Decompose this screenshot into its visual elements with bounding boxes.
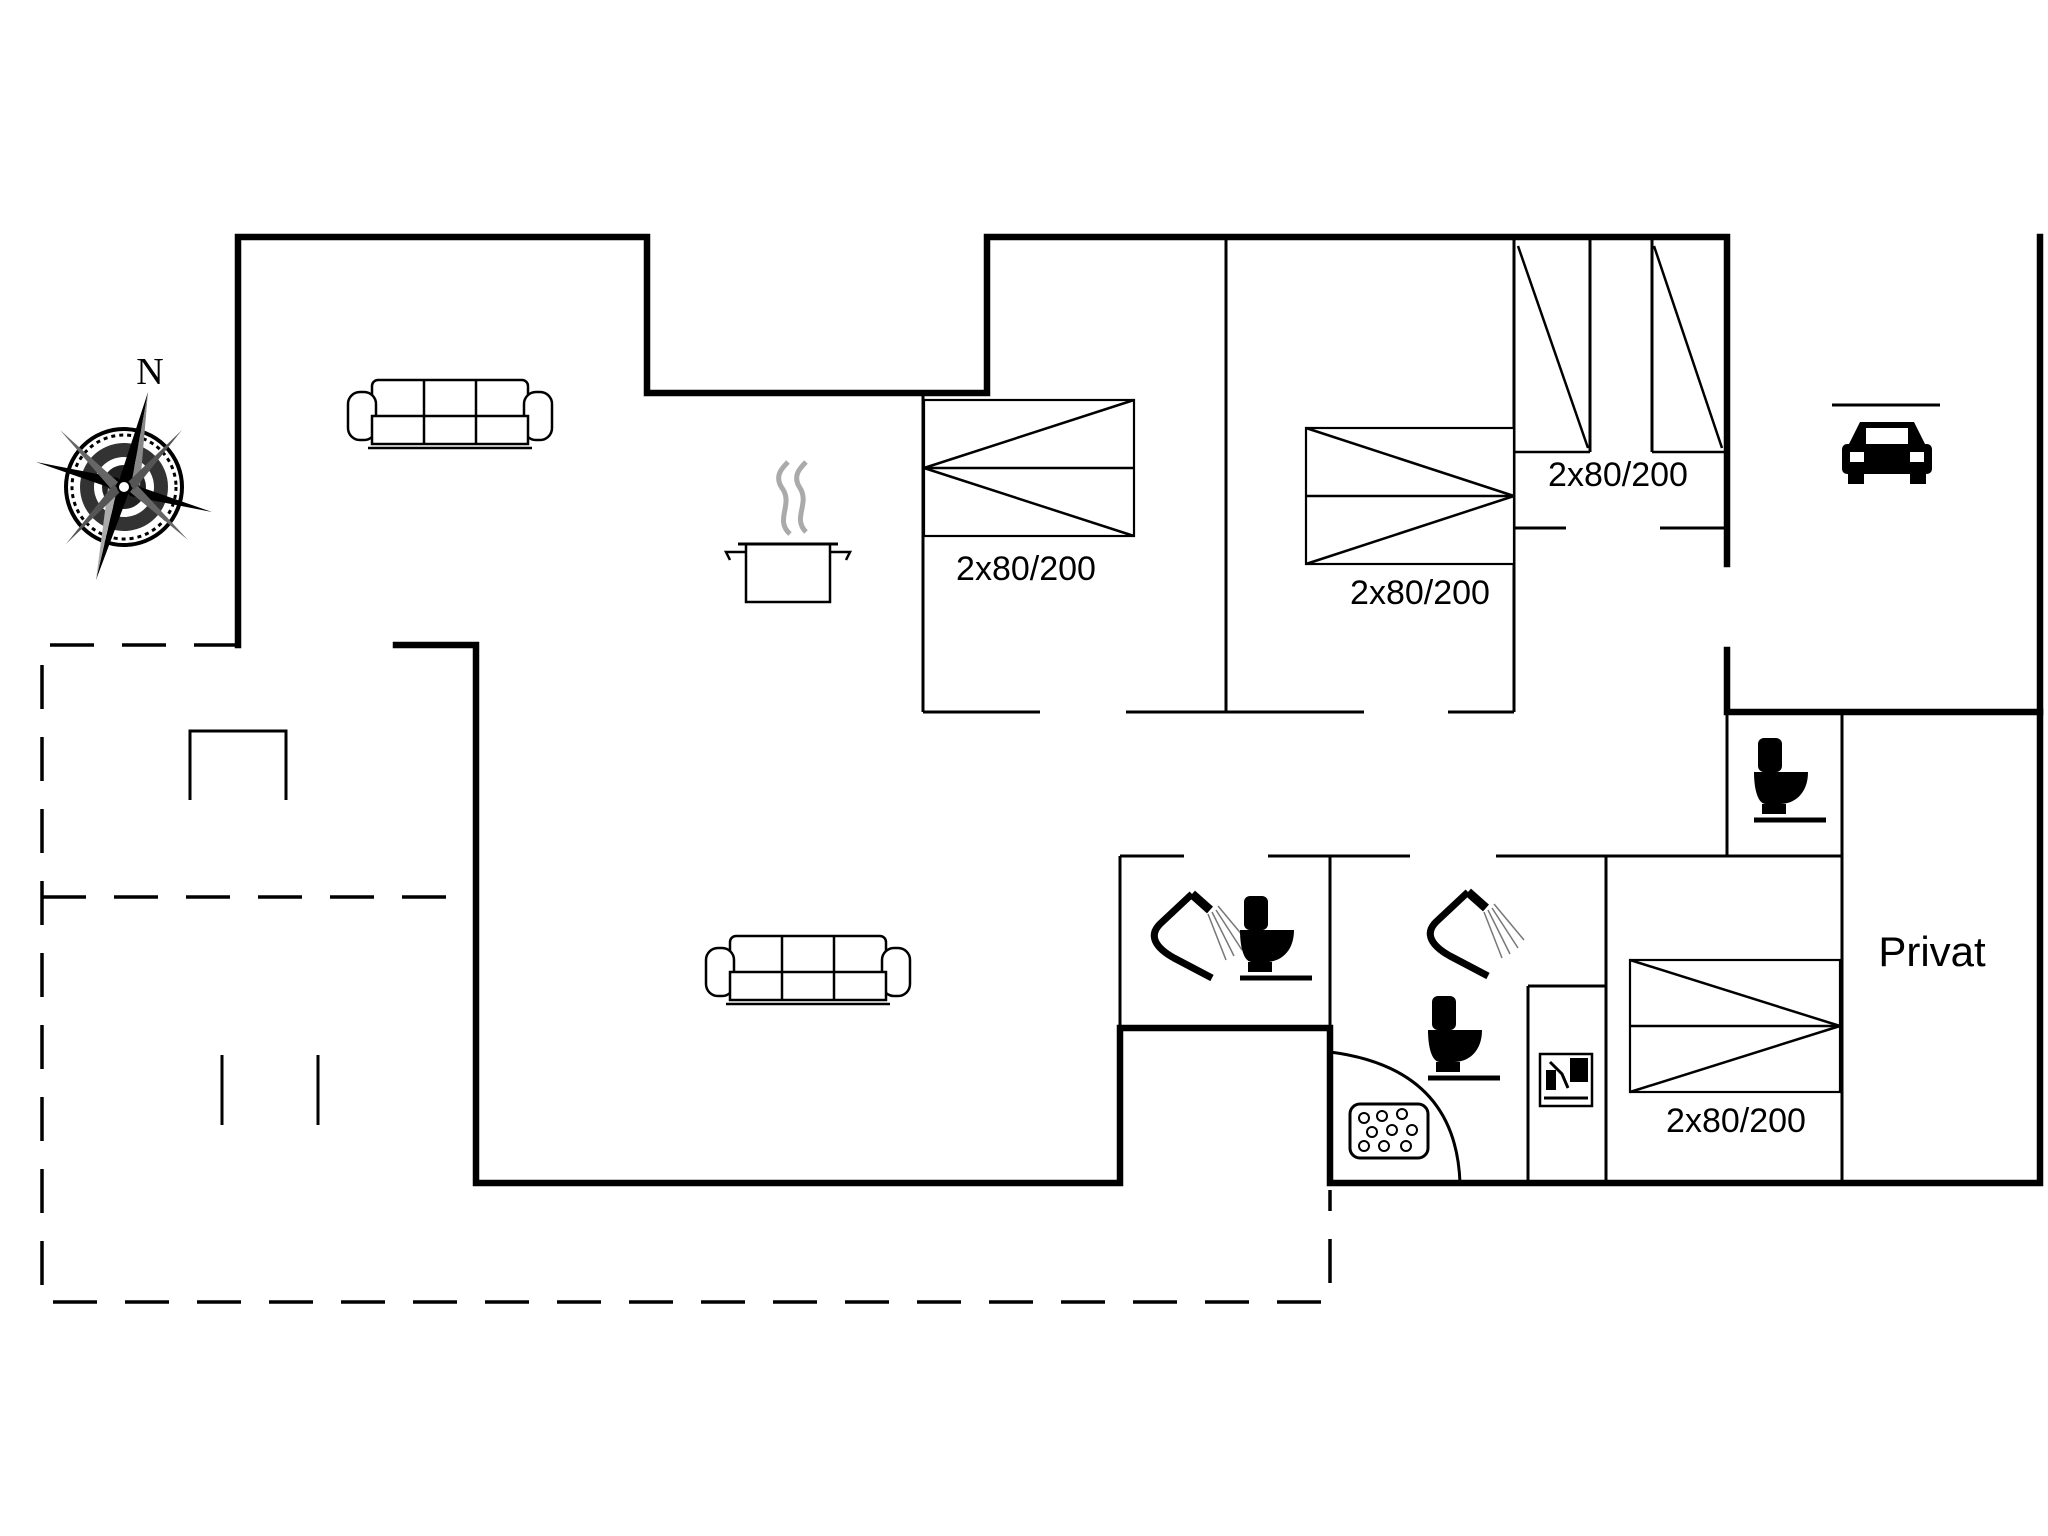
bed-3 bbox=[1514, 245, 1727, 454]
sofa-icon bbox=[704, 934, 912, 1006]
bed-1 bbox=[922, 398, 1136, 538]
compass-north-label: N bbox=[136, 351, 163, 393]
car-icon bbox=[1842, 422, 1932, 484]
toilet-icon bbox=[1754, 738, 1826, 823]
sofa-icon bbox=[346, 378, 554, 450]
bed-label-2: 2x80/200 bbox=[1350, 574, 1490, 612]
toilet-icon bbox=[1428, 996, 1500, 1081]
fireplace-outline bbox=[188, 729, 288, 800]
bed-label-1: 2x80/200 bbox=[956, 550, 1096, 588]
shower-icon bbox=[1426, 888, 1525, 980]
interior-walls bbox=[921, 240, 1940, 1184]
terrace-outline bbox=[40, 643, 1332, 1304]
washing-machine-icon bbox=[1538, 1052, 1594, 1108]
private-room-label: Privat bbox=[1878, 928, 1986, 975]
cooking-pot-icon bbox=[723, 460, 853, 604]
bed-label-3: 2x80/200 bbox=[1548, 456, 1688, 494]
bed-2 bbox=[1304, 426, 1516, 566]
shower-icon bbox=[1150, 890, 1249, 982]
bed-label-4: 2x80/200 bbox=[1666, 1102, 1806, 1140]
toilet-icon bbox=[1240, 896, 1312, 981]
compass-rose-icon: N bbox=[36, 351, 212, 580]
bed-4 bbox=[1628, 958, 1842, 1094]
outdoor-posts bbox=[220, 1055, 320, 1125]
whirlpool-icon bbox=[1348, 1102, 1430, 1160]
